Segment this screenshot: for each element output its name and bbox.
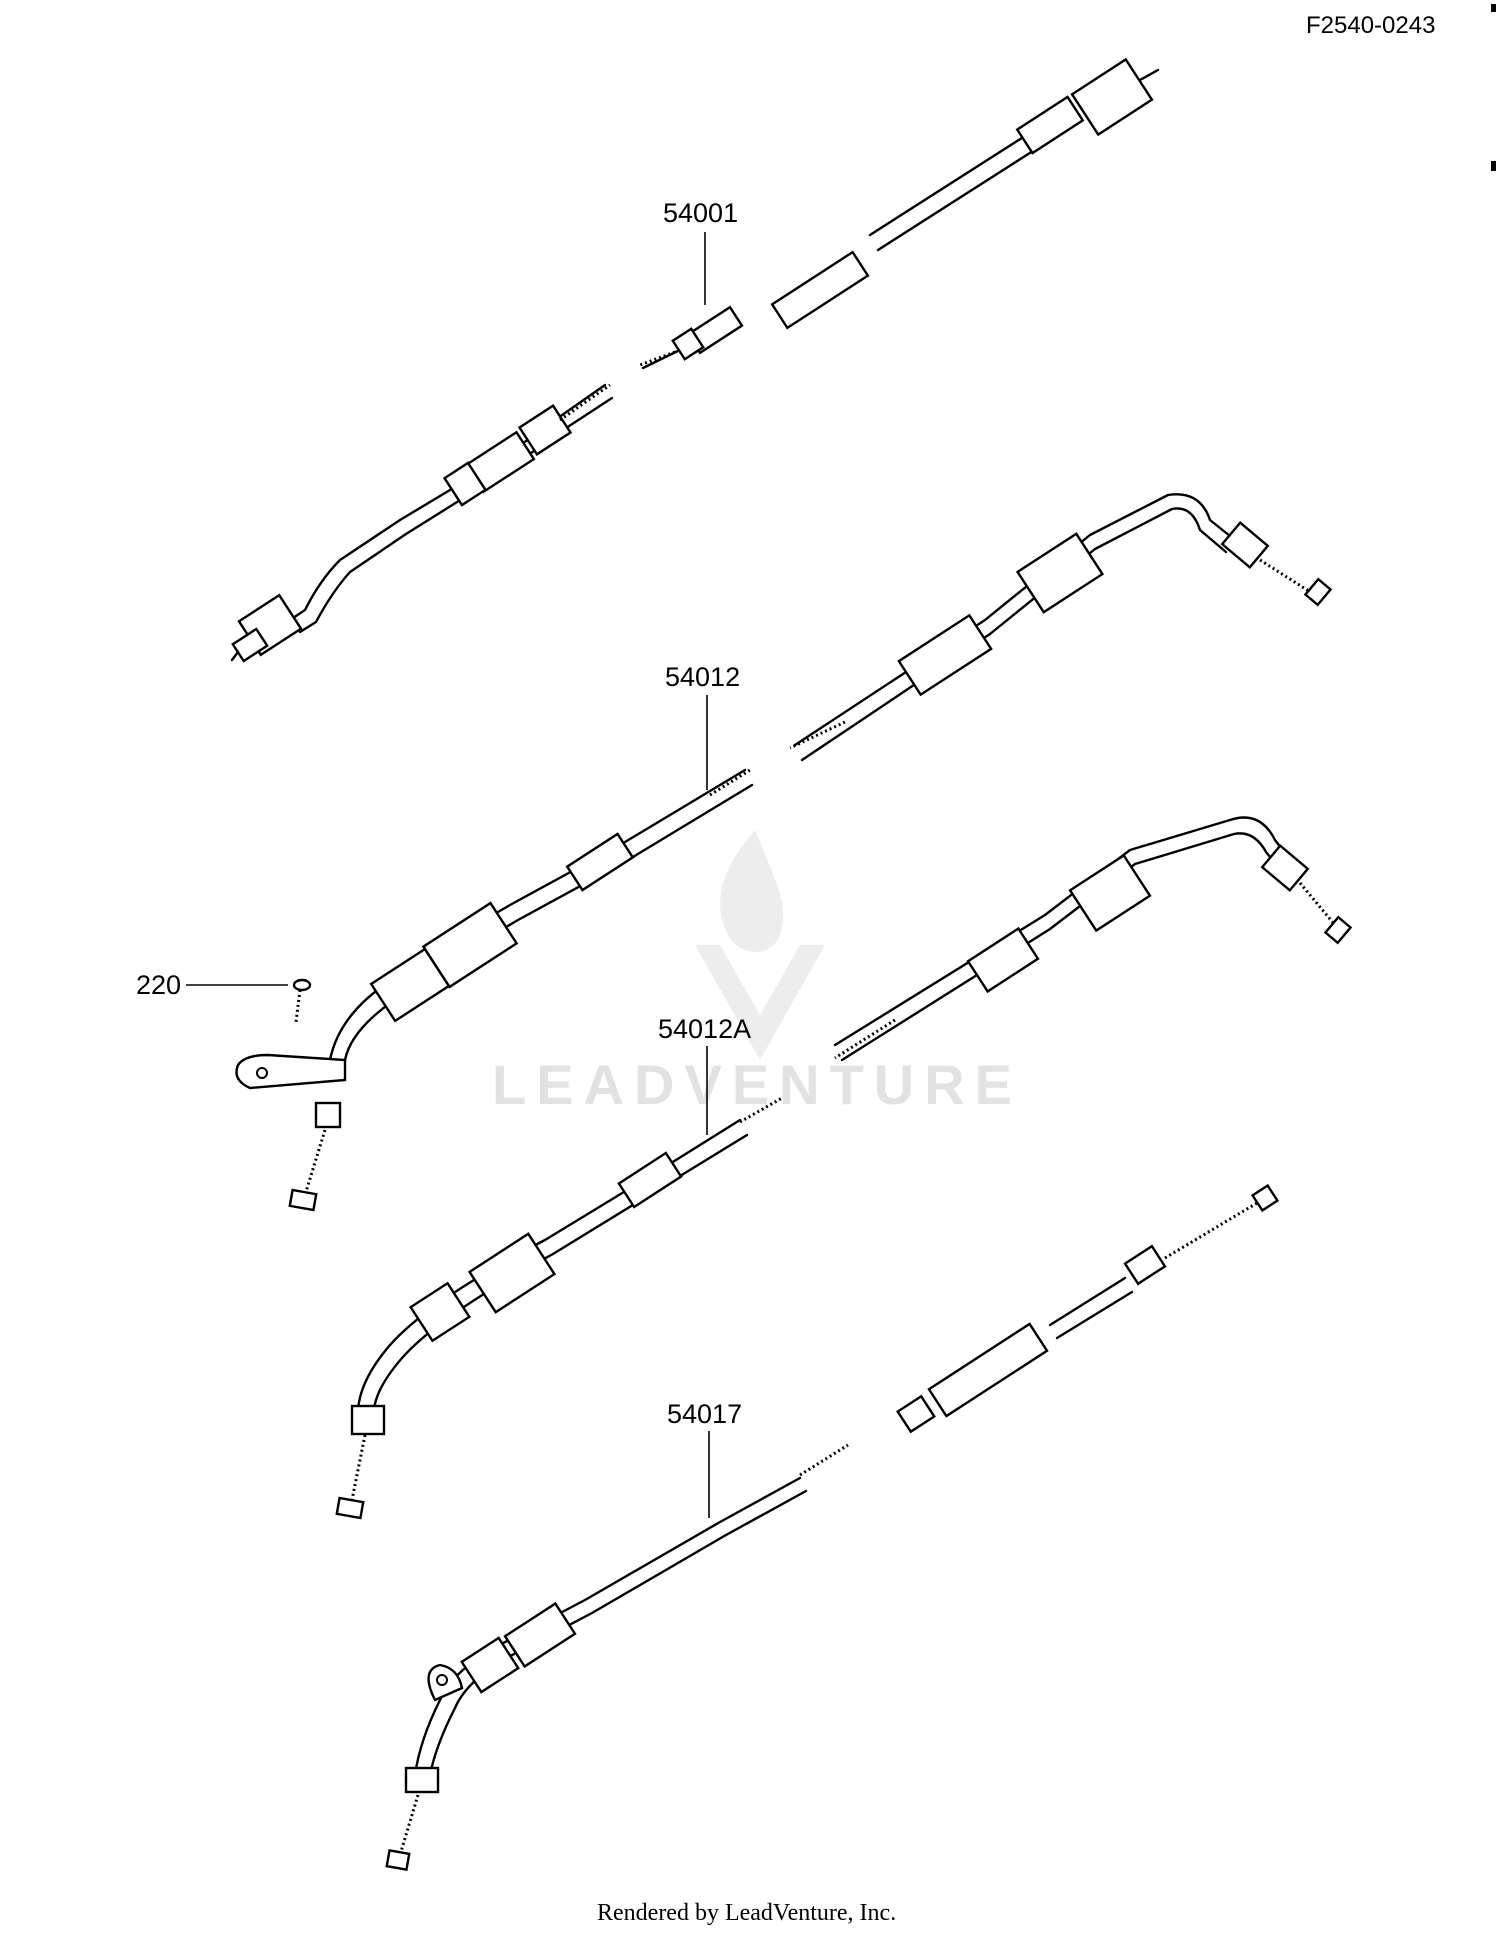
- cable-54017[interactable]: [385, 1183, 1280, 1872]
- diagram-reference: F2540-0243: [1306, 12, 1435, 39]
- cable-54001[interactable]: [230, 57, 1160, 663]
- watermark-logo: [695, 830, 825, 1060]
- callout-54001: 54001: [663, 198, 738, 228]
- callout-54012: 54012: [665, 662, 740, 692]
- callout-54012A: 54012A: [658, 1014, 751, 1044]
- callout-54017: 54017: [667, 1399, 742, 1429]
- screw-220[interactable]: [292, 978, 312, 1023]
- edge-mark: [1491, 4, 1496, 12]
- cable-54012[interactable]: [235, 493, 1333, 1212]
- cable-54012A[interactable]: [335, 816, 1353, 1520]
- callout-220: 220: [136, 970, 181, 1000]
- watermark-text: LEADVENTURE: [492, 1053, 1022, 1116]
- footer-credit: Rendered by LeadVenture, Inc.: [597, 1900, 896, 1926]
- edge-mark: [1491, 161, 1496, 171]
